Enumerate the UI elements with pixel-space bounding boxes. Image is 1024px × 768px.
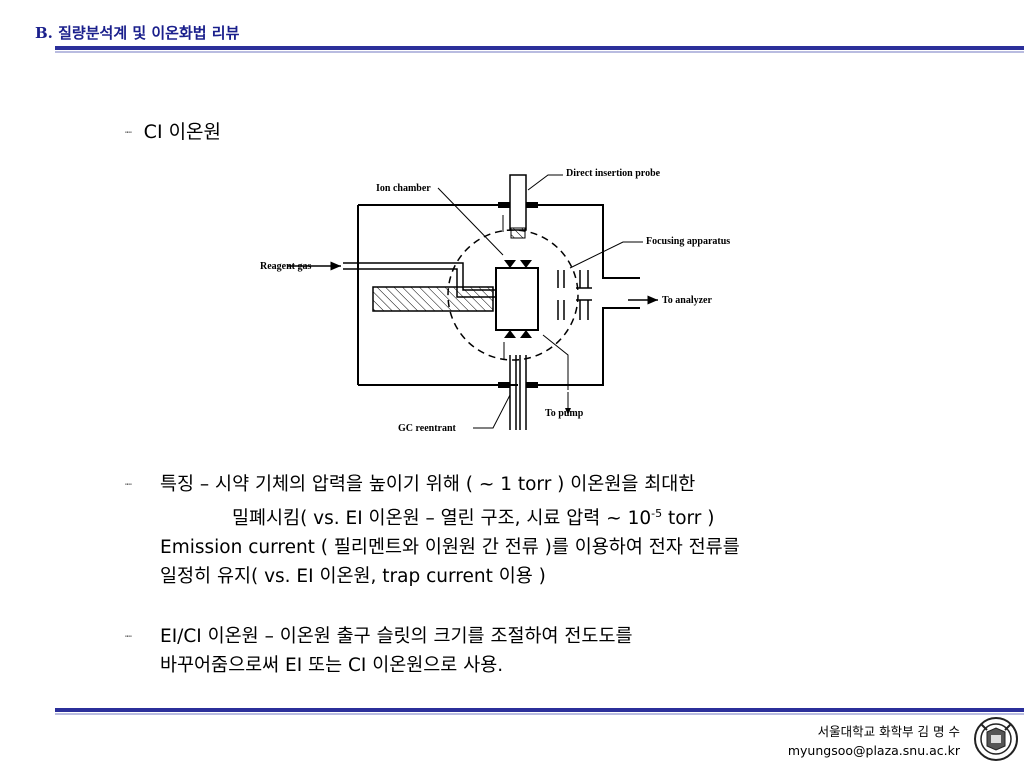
feature-line-3: Emission current ( 필리멘트와 이원원 간 전류 )를 이용하… xyxy=(160,537,740,559)
bullet-icon: ┈ xyxy=(125,126,132,139)
bullet-icon: ┈ xyxy=(125,478,132,491)
university-seal-icon xyxy=(974,717,1018,761)
footer-divider-shadow xyxy=(55,713,1024,715)
ei-ci-paragraph: ┈ EI/CI 이온원 – 이온원 출구 슬릿의 크기를 조절하여 전도도를 바… xyxy=(125,622,633,680)
header-divider xyxy=(55,46,1024,50)
feature-line-4: 일정히 유지( vs. EI 이온원, trap current 이용 ) xyxy=(160,566,546,588)
ci-heading-text: CI 이온원 xyxy=(143,121,222,143)
ei-ci-line-1: EI/CI 이온원 – 이온원 출구 슬릿의 크기를 조절하여 전도도를 xyxy=(160,626,633,647)
ei-ci-line-2: 바꾸어줌으로써 EI 또는 CI 이온원으로 사용. xyxy=(160,655,504,676)
label-focusing-apparatus: Focusing apparatus xyxy=(646,236,730,247)
header-divider-shadow xyxy=(55,51,1024,53)
footer-credit: 서울대학교 화학부 김 명 수 myungsoo@plaza.snu.ac.kr xyxy=(788,722,960,760)
label-ion-chamber: Ion chamber xyxy=(376,183,431,194)
footer-divider xyxy=(55,708,1024,712)
feature-paragraph: ┈ 특징 – 시약 기체의 압력을 높이기 위해 ( ~ 1 torr ) 이온… xyxy=(125,470,740,591)
ion-chamber-box xyxy=(495,267,539,331)
label-direct-insertion-probe: Direct insertion probe xyxy=(566,168,661,179)
ci-section-heading: ┈ CI 이온원 xyxy=(125,117,221,144)
label-gc-reentrant: GC reentrant xyxy=(398,423,457,434)
housing-outline xyxy=(358,204,640,386)
feature-line-2: 밀폐시킴( vs. EI 이온원 – 열린 구조, 시료 압력 ~ 10-5 t… xyxy=(232,507,715,530)
label-reagent-gas: Reagent gas xyxy=(260,261,311,272)
ci-ion-source-diagram: Direct insertion probe Ion chamber Focus… xyxy=(260,168,730,434)
slide-header-title: B. 질량분석계 및 이온화법 리뷰 xyxy=(35,24,240,42)
bullet-icon: ┈ xyxy=(125,630,132,643)
label-to-analyzer: To analyzer xyxy=(662,295,712,306)
footer-affiliation: 서울대학교 화학부 김 명 수 xyxy=(817,724,960,739)
hatched-block xyxy=(372,286,494,312)
label-to-pump: To pump xyxy=(545,408,584,419)
footer-email: myungsoo@plaza.snu.ac.kr xyxy=(787,743,960,758)
feature-line-1: 특징 – 시약 기체의 압력을 높이기 위해 ( ~ 1 torr ) 이온원을… xyxy=(160,474,696,495)
